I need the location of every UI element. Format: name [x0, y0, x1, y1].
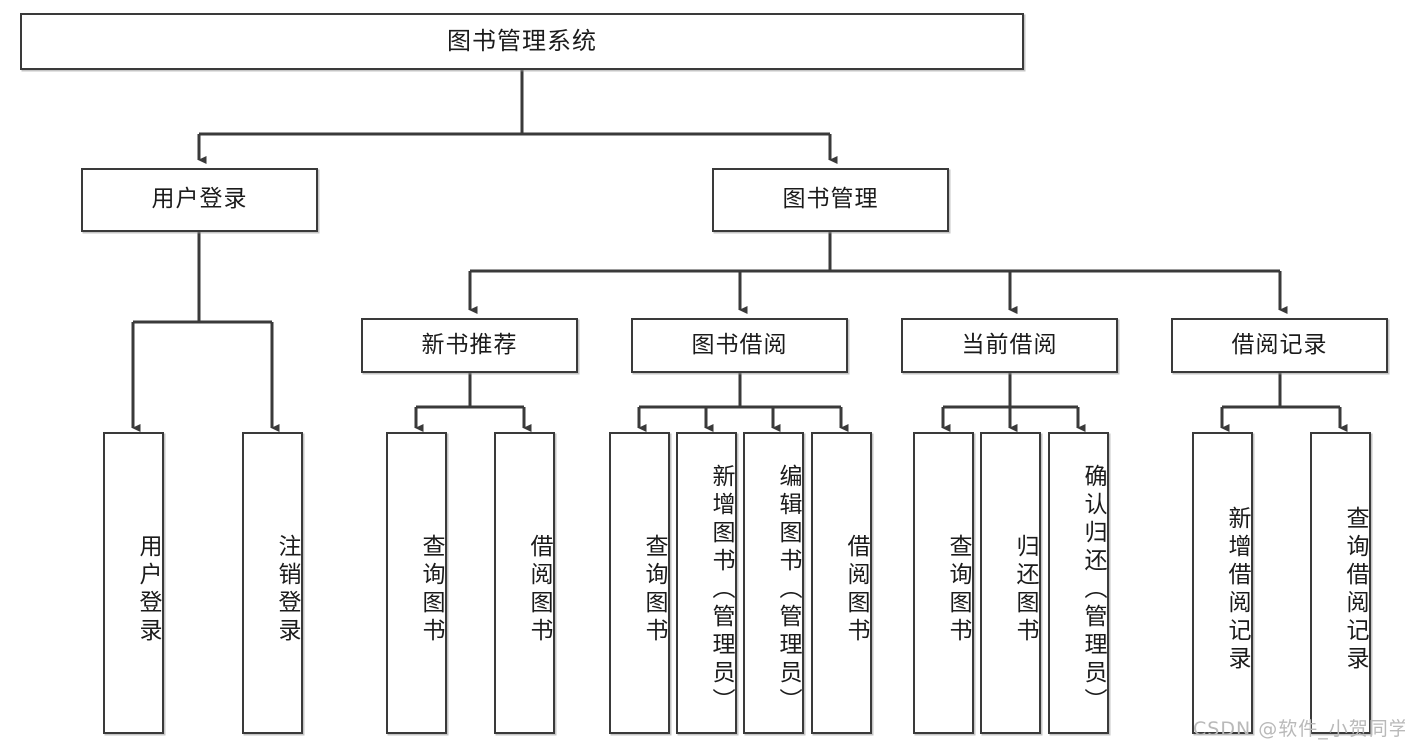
node-label: 借阅图书 — [526, 534, 552, 646]
node-label: 新增图书（管理员） — [708, 464, 734, 716]
node-label: 归还图书 — [1012, 534, 1038, 646]
node-label: 确认归还（管理员） — [1080, 464, 1106, 716]
node-book-borrow[interactable]: 图书借阅 — [631, 318, 848, 373]
leaf-current-borrow-return[interactable]: 归还图书 — [980, 432, 1041, 734]
node-label: 当前借阅 — [961, 331, 1058, 358]
node-label: 编辑图书（管理员） — [775, 464, 801, 716]
leaf-user-login-signout[interactable]: 注销登录 — [242, 432, 303, 734]
node-label: 借阅图书 — [843, 534, 869, 646]
leaf-book-borrow-edit[interactable]: 编辑图书（管理员） — [743, 432, 804, 734]
node-new-book-recommend[interactable]: 新书推荐 — [361, 318, 578, 373]
leaf-borrow-record-add[interactable]: 新增借阅记录 — [1192, 432, 1253, 734]
node-label: 查询图书 — [418, 534, 444, 646]
node-label: 图书借阅 — [691, 331, 788, 358]
node-label: 用户登录 — [151, 186, 248, 213]
node-label: 查询图书 — [641, 534, 667, 646]
node-label: 图书管理 — [782, 186, 879, 213]
node-book-management[interactable]: 图书管理 — [712, 168, 949, 232]
node-current-borrow[interactable]: 当前借阅 — [901, 318, 1118, 373]
leaf-book-borrow-lend[interactable]: 借阅图书 — [811, 432, 872, 734]
node-label: 查询借阅记录 — [1342, 506, 1368, 674]
leaf-new-book-borrow[interactable]: 借阅图书 — [494, 432, 555, 734]
leaf-book-borrow-query[interactable]: 查询图书 — [609, 432, 670, 734]
node-root-system[interactable]: 图书管理系统 — [20, 13, 1024, 70]
node-user-login[interactable]: 用户登录 — [81, 168, 318, 232]
leaf-current-borrow-query[interactable]: 查询图书 — [913, 432, 974, 734]
node-label: 查询图书 — [945, 534, 971, 646]
leaf-book-borrow-add[interactable]: 新增图书（管理员） — [676, 432, 737, 734]
node-borrow-record[interactable]: 借阅记录 — [1171, 318, 1388, 373]
leaf-current-borrow-confirm[interactable]: 确认归还（管理员） — [1048, 432, 1109, 734]
node-label: 新书推荐 — [421, 331, 518, 358]
leaf-user-login-signin[interactable]: 用户登录 — [103, 432, 164, 734]
leaf-borrow-record-query[interactable]: 查询借阅记录 — [1310, 432, 1371, 734]
node-label: 新增借阅记录 — [1224, 506, 1250, 674]
node-label: 注销登录 — [274, 534, 300, 646]
leaf-new-book-query[interactable]: 查询图书 — [386, 432, 447, 734]
node-label: 用户登录 — [135, 534, 161, 646]
node-label: 图书管理系统 — [447, 27, 597, 56]
watermark-text: CSDN @软件_小贺同学 — [1193, 718, 1405, 740]
node-label: 借阅记录 — [1231, 331, 1328, 358]
